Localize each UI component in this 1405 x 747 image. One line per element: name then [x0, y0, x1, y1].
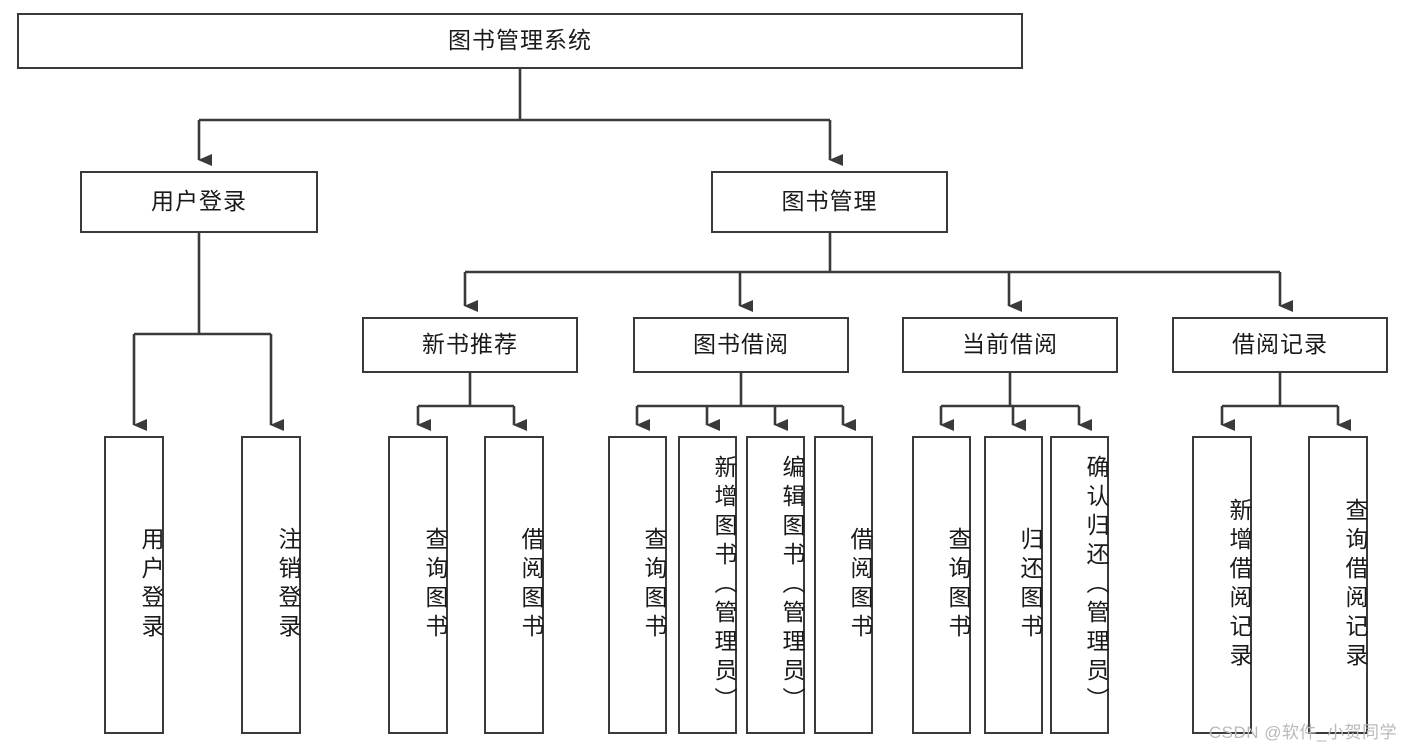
node-new-book-rec[interactable]: 新书推荐 — [362, 317, 578, 373]
leaf-user-login[interactable]: 用户登录 — [104, 436, 164, 734]
watermark: CSDN @软件_小贺同学 — [1208, 723, 1397, 742]
node-book-manage-label: 图书管理 — [781, 188, 878, 215]
node-user-login[interactable]: 用户登录 — [80, 171, 318, 233]
leaf-query-book-rec[interactable]: 查询图书 — [388, 436, 448, 734]
leaf-add-book-label: 新增图书（管理员） — [711, 454, 737, 716]
leaf-query-record-label: 查询借阅记录 — [1342, 498, 1368, 672]
leaf-query-book-cur-label: 查询图书 — [945, 527, 971, 643]
leaf-query-book-borrow-label: 查询图书 — [641, 527, 667, 643]
leaf-logout-label: 注销登录 — [275, 527, 301, 643]
leaf-confirm-return[interactable]: 确认归还（管理员） — [1050, 436, 1109, 734]
leaf-borrow-book[interactable]: 借阅图书 — [814, 436, 873, 734]
leaf-confirm-return-label: 确认归还（管理员） — [1083, 454, 1109, 716]
leaf-query-book-cur[interactable]: 查询图书 — [912, 436, 971, 734]
leaf-edit-book[interactable]: 编辑图书（管理员） — [746, 436, 805, 734]
node-borrow-record[interactable]: 借阅记录 — [1172, 317, 1388, 373]
node-user-login-label: 用户登录 — [151, 188, 247, 215]
node-current-borrow[interactable]: 当前借阅 — [902, 317, 1118, 373]
leaf-query-book-borrow[interactable]: 查询图书 — [608, 436, 667, 734]
node-book-borrow-label: 图书借阅 — [693, 331, 789, 358]
leaf-return-book-label: 归还图书 — [1017, 527, 1043, 643]
leaf-logout[interactable]: 注销登录 — [241, 436, 301, 734]
node-current-borrow-label: 当前借阅 — [962, 331, 1058, 358]
node-new-book-rec-label: 新书推荐 — [422, 331, 518, 358]
leaf-add-book[interactable]: 新增图书（管理员） — [678, 436, 737, 734]
leaf-query-book-rec-label: 查询图书 — [422, 527, 448, 643]
leaf-add-record[interactable]: 新增借阅记录 — [1192, 436, 1252, 734]
leaf-return-book[interactable]: 归还图书 — [984, 436, 1043, 734]
leaf-add-record-label: 新增借阅记录 — [1226, 498, 1252, 672]
node-borrow-record-label: 借阅记录 — [1232, 331, 1328, 358]
leaf-borrow-book-label: 借阅图书 — [847, 527, 873, 643]
node-book-manage[interactable]: 图书管理 — [711, 171, 948, 233]
leaf-borrow-book-rec[interactable]: 借阅图书 — [484, 436, 544, 734]
leaf-query-record[interactable]: 查询借阅记录 — [1308, 436, 1368, 734]
node-root-label: 图书管理系统 — [448, 27, 592, 54]
node-book-borrow[interactable]: 图书借阅 — [633, 317, 849, 373]
node-root[interactable]: 图书管理系统 — [17, 13, 1023, 69]
leaf-edit-book-label: 编辑图书（管理员） — [779, 454, 805, 716]
leaf-user-login-label: 用户登录 — [138, 527, 164, 643]
leaf-borrow-book-rec-label: 借阅图书 — [518, 527, 544, 643]
